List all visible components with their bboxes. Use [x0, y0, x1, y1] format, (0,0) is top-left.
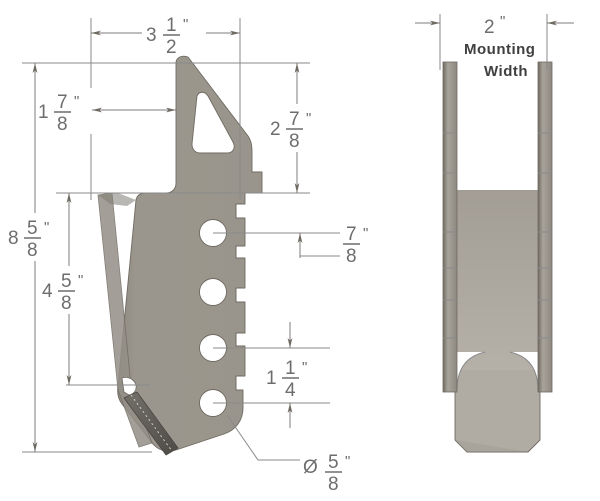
dimension-overall-height: 8 5 8 " — [4, 63, 62, 452]
front-base-shade — [455, 440, 528, 452]
dim-overall-width-den: 2 — [166, 37, 177, 58]
dimension-hole-spacing-2: 1 1 4 " — [213, 322, 334, 428]
dimension-overall-width: 3 1 2 " — [91, 12, 240, 58]
front-left-rail — [442, 61, 458, 393]
front-view-geometry — [442, 61, 553, 453]
dim-overall-height-whole: 8 — [8, 228, 19, 249]
dim-overall-height-den: 8 — [27, 240, 38, 261]
front-rail-notch-marks — [443, 132, 552, 339]
dimension-tower-offset: 1 7 8 " — [34, 88, 176, 135]
bracket-thickness-shading — [98, 193, 136, 206]
leader-line-hole-diameter — [226, 414, 300, 461]
dim-tower-height-den: 8 — [289, 131, 300, 152]
dim-overall-width-unit: " — [183, 16, 188, 33]
front-fillet-right — [510, 352, 538, 390]
callout-diameter-num: 5 — [328, 452, 339, 473]
mounting-width-label-line2: Width — [484, 63, 528, 80]
dim-hole-spacing-unit: " — [363, 225, 368, 242]
dim-overall-width-num: 1 — [166, 15, 177, 36]
dim-tower-offset-den: 8 — [57, 114, 68, 135]
side-view-dimensions: 3 1 2 " 1 7 8 " 2 7 8 " — [4, 12, 384, 495]
dim-tower-offset-unit: " — [74, 93, 79, 110]
dimension-hole-spacing: 7 8 " — [213, 214, 384, 267]
dim-overall-width-whole: 3 — [146, 25, 157, 46]
dim-hole-spacing-2-whole: 1 — [266, 368, 277, 389]
dim-mounting-width-unit: " — [500, 13, 505, 30]
callout-hole-diameter: Ø 5 8 " — [226, 414, 350, 495]
front-right-rail — [537, 61, 553, 393]
dim-lower-height-unit: " — [78, 272, 83, 289]
dim-hole-spacing-den: 8 — [346, 246, 357, 267]
callout-diameter-unit: " — [345, 453, 350, 470]
dim-tower-offset-num: 7 — [57, 92, 68, 113]
dimension-tower-height: 2 7 8 " — [266, 63, 324, 193]
callout-diameter-symbol: Ø — [303, 457, 318, 478]
dim-lower-height-num: 5 — [61, 271, 72, 292]
front-view-dimensions: 2 " Mounting Width — [415, 13, 574, 80]
dim-hole-spacing-2-den: 4 — [285, 380, 296, 401]
dim-lower-height-whole: 4 — [42, 281, 53, 302]
dim-mounting-width-value: 2 — [484, 17, 495, 38]
side-view-geometry — [97, 55, 263, 456]
tower-triangular-cutout — [191, 91, 235, 154]
bracket-right-edge-highlight — [235, 203, 245, 391]
dim-hole-spacing-num: 7 — [346, 224, 357, 245]
mounting-hole-2 — [199, 278, 227, 306]
front-center-web — [457, 190, 538, 370]
dimension-lower-height: 4 5 8 " — [38, 193, 96, 385]
dim-overall-height-num: 5 — [27, 218, 38, 239]
dim-tower-height-whole: 2 — [270, 119, 281, 140]
bracket-lower-tab-edge — [130, 394, 173, 452]
callout-diameter-den: 8 — [328, 474, 339, 495]
mounting-width-label-line1: Mounting — [464, 41, 535, 58]
dim-overall-height-unit: " — [44, 219, 49, 236]
dim-hole-spacing-2-unit: " — [302, 359, 307, 376]
dim-hole-spacing-2-num: 1 — [285, 358, 296, 379]
dim-tower-height-num: 7 — [289, 109, 300, 130]
dim-tower-offset-whole: 1 — [38, 102, 49, 123]
front-fillet-left — [457, 352, 485, 390]
dim-lower-height-den: 8 — [61, 293, 72, 314]
dim-tower-height-unit: " — [306, 110, 311, 127]
